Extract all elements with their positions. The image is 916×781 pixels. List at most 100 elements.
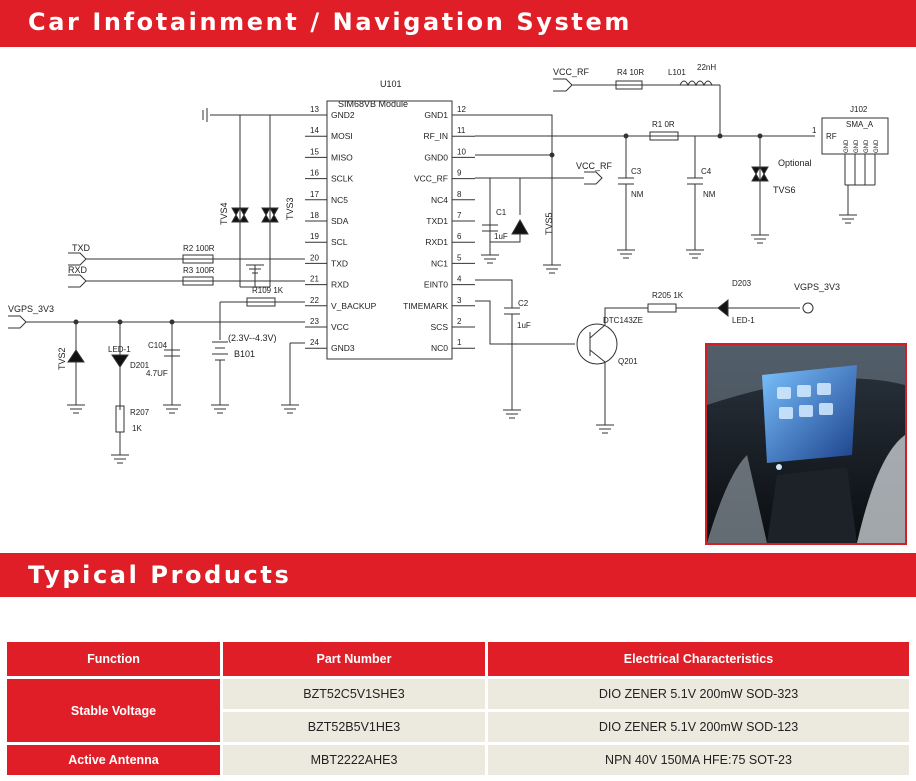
vcc-rf-mid-port xyxy=(475,171,603,185)
pin-name: NC4 xyxy=(431,195,448,205)
header-banner: Car Infotainment / Navigation System xyxy=(0,0,916,47)
pin-number: 3 xyxy=(457,296,462,305)
d201-label: D201 xyxy=(130,361,150,370)
table-row: Active Antenna MBT2222AHE3 NPN 40V 150MA… xyxy=(7,745,909,775)
vcc-rf-top-wire xyxy=(553,78,721,136)
c2-value: 1uF xyxy=(517,321,531,330)
c1-value: 1uF xyxy=(494,232,508,241)
products-table: Function Part Number Electrical Characte… xyxy=(4,639,912,778)
page-title: Car Infotainment / Navigation System xyxy=(28,8,632,36)
pin-number: 21 xyxy=(310,275,319,284)
c3-cap xyxy=(618,136,634,250)
d203-led xyxy=(717,298,729,318)
ground-symbol xyxy=(839,214,857,224)
r205-resistor xyxy=(647,303,677,313)
car-dashboard-image xyxy=(707,345,905,543)
gnd-pin-label: GND xyxy=(874,139,880,153)
junction xyxy=(169,319,175,325)
r3-label: R3 100R xyxy=(183,266,215,275)
c4-cap xyxy=(687,136,703,250)
module-label: SIM68VB Module xyxy=(338,99,408,109)
tvs2-diode xyxy=(67,349,85,363)
timemark-wire xyxy=(475,300,575,345)
pin-name: VCC_RF xyxy=(414,174,448,184)
pin-number: 1 xyxy=(457,338,462,347)
pin-number: 24 xyxy=(310,338,319,347)
gnd-pin-label: GND xyxy=(844,139,850,153)
ground-symbol xyxy=(281,404,299,414)
c2-label: C2 xyxy=(518,299,529,308)
pin-number: 9 xyxy=(457,169,462,178)
pin-number: 22 xyxy=(310,296,319,305)
vbackup-wire xyxy=(219,301,305,340)
gnd-pin-label: GND xyxy=(854,139,860,153)
c3-label: C3 xyxy=(631,167,642,176)
ground-symbol xyxy=(686,249,704,259)
uart-wires xyxy=(86,258,305,282)
pin-number: 10 xyxy=(457,147,466,156)
r4-label: R4 10R xyxy=(617,68,644,77)
pin-name: GND3 xyxy=(331,343,355,353)
txd-port xyxy=(68,252,87,266)
part-cell: BZT52B5V1HE3 xyxy=(223,712,485,742)
circuit-schematic: U101 SIM68VB Module 13GND214MOSI15MISO16… xyxy=(8,63,889,464)
junction xyxy=(549,152,555,158)
c1-cap xyxy=(482,224,498,232)
r3-resistor xyxy=(182,276,214,286)
c4-label: C4 xyxy=(701,167,712,176)
ground-symbol xyxy=(751,234,769,244)
junction xyxy=(717,133,723,139)
pin-number: 8 xyxy=(457,190,462,199)
pin-number: 2 xyxy=(457,317,462,326)
ground-symbol xyxy=(503,409,521,419)
r1-label: R1 0R xyxy=(652,120,675,129)
b101-battery xyxy=(212,341,228,405)
pin-number: 16 xyxy=(310,169,319,178)
q201-transistor xyxy=(576,323,618,365)
pin-name: NC1 xyxy=(431,258,448,268)
col-header-spec: Electrical Characteristics xyxy=(488,642,909,676)
ground-symbol xyxy=(211,404,229,414)
r207-label: R207 xyxy=(130,408,150,417)
led1b-label: LED-1 xyxy=(732,316,755,325)
gnd-pin-label: GND xyxy=(864,139,870,153)
part-cell: MBT2222AHE3 xyxy=(223,745,485,775)
spec-cell: NPN 40V 150MA HFE:75 SOT-23 xyxy=(488,745,909,775)
pin-name: RXD1 xyxy=(425,237,448,247)
gnd3-wire xyxy=(289,342,305,405)
c104-value: 4.7UF xyxy=(146,369,168,378)
spec-cell: DIO ZENER 5.1V 200mW SOD-123 xyxy=(488,712,909,742)
pin-name: TIMEMARK xyxy=(403,301,448,311)
pin-name: EINT0 xyxy=(424,280,448,290)
gnd1-wire xyxy=(475,114,553,265)
pin-name: GND1 xyxy=(424,110,448,120)
j102-gnd-wires xyxy=(844,154,876,215)
pin-name: V_BACKUP xyxy=(331,301,377,311)
q201-leads xyxy=(589,307,648,425)
q201-label: Q201 xyxy=(618,357,638,366)
pin-name: MISO xyxy=(331,152,353,162)
pin-name: SDA xyxy=(331,216,349,226)
ground-symbol xyxy=(111,454,129,464)
pin-name: TXD1 xyxy=(426,216,448,226)
l101-value: 22nH xyxy=(697,63,716,72)
tvs5-label: TVS5 xyxy=(544,212,554,235)
c2-cap xyxy=(475,279,520,410)
ground-symbol xyxy=(596,424,614,434)
rxd-label: RXD xyxy=(68,265,88,275)
pin-name: RXD xyxy=(331,280,349,290)
c3-value: NM xyxy=(631,190,644,199)
pin-name: RF_IN xyxy=(423,131,448,141)
b101-range: (2.3V--4.3V) xyxy=(228,333,277,343)
junction xyxy=(73,319,79,325)
col-header-function: Function xyxy=(7,642,220,676)
pin-one-label: 1 xyxy=(812,126,817,135)
u101-label: U101 xyxy=(380,79,402,89)
vcc-drops xyxy=(75,322,173,410)
r109-label: R109 1K xyxy=(252,286,284,295)
pin-number: 20 xyxy=(310,253,319,262)
table-row: Stable Voltage BZT52C5V1SHE3 DIO ZENER 5… xyxy=(7,679,909,742)
ground-symbols: GND GND GND GND xyxy=(67,139,880,464)
pin-number: 4 xyxy=(457,275,462,284)
pin-number: 12 xyxy=(457,105,466,114)
